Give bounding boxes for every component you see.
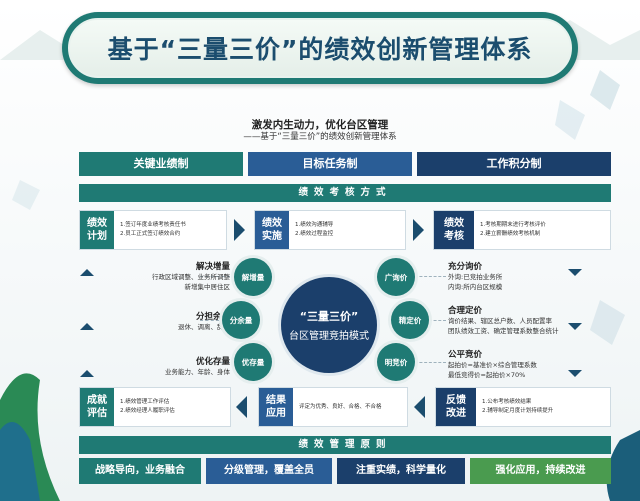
step-plan-head: 绩效计划 <box>80 211 114 249</box>
triangle-down-right-1 <box>568 269 582 276</box>
subtitle-line2: ——基于“三量三价”的绩效创新管理体系 <box>243 132 397 142</box>
pill-stock: 优存量 <box>234 343 272 381</box>
principle-performance: 注重实绩，科学量化 <box>337 458 465 484</box>
step-implement-head: 绩效实施 <box>255 211 289 249</box>
arrow-right-1 <box>234 219 245 241</box>
step-assess: 绩效考核 1.考核期期末进行考核评价 2.建立薪酬绩效考核机制 <box>433 210 611 250</box>
connector-left-2 <box>200 320 230 321</box>
pill-pricing: 精定价 <box>391 301 429 339</box>
connector-left-3 <box>210 362 230 363</box>
step-feedback-body: 1.公布考核绩效结果 2.辅导制定月度计划持续提升 <box>482 399 554 414</box>
left-node-1-text: 解决增量 行政区域调整、业务所调整 新增集中居住区 <box>152 262 230 291</box>
step-evaluate-head: 成就评估 <box>80 388 114 426</box>
step-evaluate: 成就评估 1.绩效管理工作评估 2.绩效经理人履职评估 <box>79 387 231 427</box>
center-subtitle: 台区管理竞拍模式 <box>289 331 369 342</box>
principle-strategy: 战略导向，业务融合 <box>79 458 201 484</box>
arrow-left-1 <box>236 396 247 418</box>
right-node-3-text: 公平竞价 起拍价=基准价×综合管理系数 最低竞得价=起拍价×70% <box>448 350 537 379</box>
connector-right-1 <box>410 276 446 277</box>
category-target-task: 目标任务制 <box>248 152 412 176</box>
principle-graded: 分级管理，覆盖全员 <box>206 458 332 484</box>
right-node-2-text: 合理定价 询价结果、辖区总户数、人员配置率 团队绩效工资、确定管理系数整合统计 <box>448 306 559 335</box>
left-node-3-text: 优化存量 业务能力、年龄、身体 <box>165 357 230 376</box>
step-feedback: 反馈改进 1.公布考核绩效结果 2.辅导制定月度计划持续提升 <box>435 387 611 427</box>
principle-application: 强化应用，持续改进 <box>470 458 611 484</box>
triangle-down-right-2 <box>568 323 582 330</box>
triangle-up-left-3 <box>80 370 94 377</box>
arrow-left-2 <box>414 396 425 418</box>
title-banner: 基于“三量三价”的绩效创新管理体系 <box>62 12 578 84</box>
title-banner-inner: 基于“三量三价”的绩效创新管理体系 <box>68 18 572 78</box>
step-implement: 绩效实施 1.绩效沟通辅导 2.绩效过程监控 <box>254 210 406 250</box>
page-title: 基于“三量三价”的绩效创新管理体系 <box>107 35 533 64</box>
triangle-up-left-2 <box>80 323 94 330</box>
triangle-down-right-3 <box>568 370 582 377</box>
step-implement-body: 1.绩效沟通辅导 2.绩效过程监控 <box>295 222 334 237</box>
step-apply: 结果应用 评定为优秀、良好、合格、不合格 <box>258 387 408 427</box>
left-node-2-text: 分担余量 退休、调离、辞职 <box>178 312 230 331</box>
step-plan: 绩效计划 1.签订年度业绩考核责任书 2.员工正式签订绩效合约 <box>79 210 227 250</box>
assessment-method-bar: 绩效考核方式 <box>79 184 611 202</box>
step-assess-head: 绩效考核 <box>434 211 474 249</box>
category-key-performance: 关键业绩制 <box>79 152 243 176</box>
step-apply-body: 评定为优秀、良好、合格、不合格 <box>299 403 382 410</box>
step-feedback-head: 反馈改进 <box>436 388 476 426</box>
triangle-up-left-1 <box>80 269 94 276</box>
step-apply-head: 结果应用 <box>259 388 293 426</box>
connector-left-1 <box>200 276 230 277</box>
pill-bidding: 明竞价 <box>377 343 415 381</box>
right-node-1-text: 充分询价 外询:已竞拍业务所 内询:所内台区规模 <box>448 262 503 291</box>
step-evaluate-body: 1.绩效管理工作评估 2.绩效经理人履职评估 <box>120 399 175 414</box>
center-title: “三量三价” <box>299 310 359 323</box>
management-principles-bar: 绩效管理原则 <box>79 436 611 454</box>
step-assess-body: 1.考核期期末进行考核评价 2.建立薪酬绩效考核机制 <box>480 222 546 237</box>
connector-right-3 <box>410 362 446 363</box>
subtitle-line1: 激发内生动力，优化台区管理 <box>251 119 389 131</box>
step-plan-body: 1.签订年度业绩考核责任书 2.员工正式签订绩效合约 <box>120 222 186 237</box>
arrow-right-2 <box>413 219 424 241</box>
category-work-points: 工作积分制 <box>417 152 611 176</box>
pill-increase: 解增量 <box>234 258 272 296</box>
pill-remainder: 分余量 <box>222 301 260 339</box>
pill-inquiry: 广询价 <box>377 258 415 296</box>
center-circle: “三量三价” 台区管理竞拍模式 <box>281 277 377 373</box>
